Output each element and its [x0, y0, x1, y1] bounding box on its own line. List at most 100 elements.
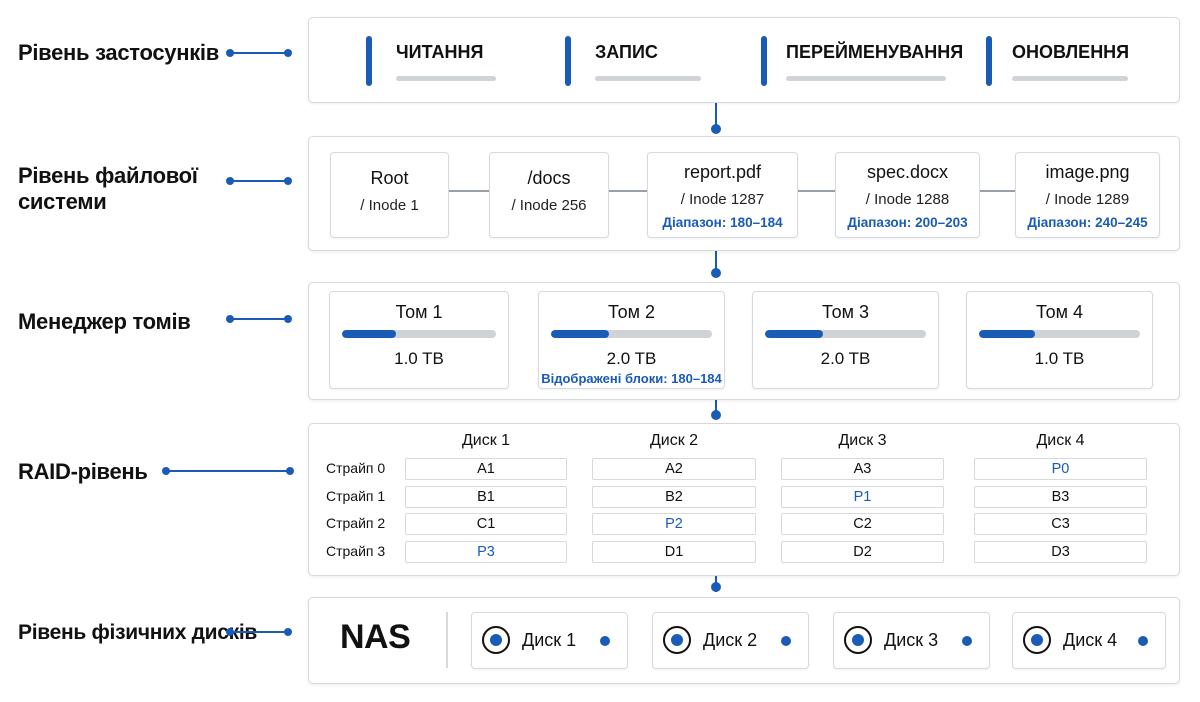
volume-usage-fill	[342, 330, 396, 338]
physical-disk-name: Диск 2	[703, 630, 758, 650]
app-placeholder-line	[396, 76, 496, 81]
fs-node-name: Root	[370, 168, 409, 188]
app-label: ОНОВЛЕННЯ	[1012, 42, 1130, 62]
raid-data-block: B2	[592, 486, 756, 508]
status-led-icon	[962, 636, 972, 646]
volume-size: 1.0 TB	[1034, 349, 1085, 368]
volume-name: Том 3	[822, 302, 869, 322]
app-accent-bar	[366, 36, 372, 86]
app-accent-bar	[986, 36, 992, 86]
raid-stripe-label: Страйп 1	[326, 488, 386, 504]
disk-icon	[663, 626, 691, 654]
fs-node-docs: /docs / Inode 256	[489, 152, 609, 238]
volume-name: Том 1	[395, 302, 443, 322]
layer-connector-dot	[711, 268, 721, 278]
app-update: ОНОВЛЕННЯ	[986, 36, 1146, 86]
fs-node-range: Діапазон: 180–184	[662, 215, 783, 230]
raid-disk-header: Диск 3	[838, 432, 887, 449]
raid-disk-header: Диск 1	[461, 432, 511, 449]
layer-connector	[715, 103, 717, 129]
app-accent-bar	[761, 36, 767, 86]
nas-divider	[446, 612, 448, 668]
app-placeholder-line	[595, 76, 701, 81]
fs-node-root: Root / Inode 1	[330, 152, 449, 238]
fs-node-inode: / Inode 1	[360, 197, 419, 214]
volume-2: Том 2 2.0 TB Відображені блоки: 180–184	[538, 291, 725, 389]
fs-node-inode: / Inode 1288	[865, 191, 950, 208]
connector-line	[230, 180, 288, 182]
volume-usage-bar	[342, 330, 496, 338]
fs-node-name: /docs	[527, 168, 571, 188]
layer-label-fs: Рівень файлової системи	[18, 163, 198, 214]
apps-panel	[308, 17, 1180, 103]
raid-parity-block: P0	[974, 458, 1147, 480]
raid-data-block: C1	[405, 513, 567, 535]
status-led-icon	[600, 636, 610, 646]
fs-node-image: image.png / Inode 1289 Діапазон: 240–245	[1015, 152, 1160, 238]
app-accent-bar	[565, 36, 571, 86]
volume-1: Том 1 1.0 TB	[329, 291, 509, 389]
volume-name: Том 2	[608, 302, 655, 322]
connector-end-dot	[284, 177, 292, 185]
raid-data-block: C2	[781, 513, 944, 535]
fs-node-report: report.pdf / Inode 1287 Діапазон: 180–18…	[647, 152, 798, 238]
connector-line	[230, 52, 288, 54]
raid-stripe-label: Страйп 0	[326, 460, 386, 476]
layer-connector-dot	[711, 410, 721, 420]
volume-usage-bar	[551, 330, 712, 338]
physical-disk-2: Диск 2	[652, 612, 809, 669]
layer-label-apps: Рівень застосунків	[18, 40, 219, 65]
app-rename: ПЕРЕЙМЕНУВАННЯ	[761, 36, 963, 86]
app-label: ЧИТАННЯ	[396, 42, 484, 62]
app-write: ЗАПИС	[565, 36, 715, 86]
disk-icon	[844, 626, 872, 654]
app-read: ЧИТАННЯ	[366, 36, 506, 86]
fs-link	[798, 190, 835, 192]
volume-usage-fill	[979, 330, 1036, 338]
connector-line	[166, 470, 290, 472]
physical-disk-3: Диск 3	[833, 612, 990, 669]
disk-icon	[1023, 626, 1051, 654]
raid-data-block: C3	[974, 513, 1147, 535]
raid-stripe-label: Страйп 2	[326, 515, 386, 531]
connector-line	[230, 631, 288, 633]
layer-connector-dot	[711, 124, 721, 134]
volume-size: 1.0 TB	[394, 349, 444, 368]
layer-connector	[715, 251, 717, 273]
volume-size: 2.0 TB	[606, 349, 657, 368]
connector-end-dot	[284, 49, 292, 57]
raid-data-block: A1	[405, 458, 567, 480]
status-led-icon	[781, 636, 791, 646]
raid-disk-header: Диск 2	[649, 432, 699, 449]
raid-data-block: A2	[592, 458, 756, 480]
physical-disk-name: Диск 4	[1063, 630, 1118, 650]
raid-parity-block: P3	[405, 541, 567, 563]
volume-size: 2.0 TB	[820, 349, 871, 368]
fs-link	[980, 190, 1015, 192]
volume-name: Том 4	[1036, 302, 1083, 322]
layer-label-volumes: Менеджер томів	[18, 309, 191, 334]
physical-disk-name: Диск 3	[884, 630, 939, 650]
raid-data-block: B3	[974, 486, 1147, 508]
nas-label: NAS	[340, 618, 411, 656]
raid-parity-block: P2	[592, 513, 756, 535]
fs-node-spec: spec.docx / Inode 1288 Діапазон: 200–203	[835, 152, 980, 238]
fs-node-inode: / Inode 256	[511, 197, 587, 214]
volume-usage-fill	[551, 330, 609, 338]
raid-stripe-label: Страйп 3	[326, 543, 386, 559]
fs-node-inode: / Inode 1289	[1045, 191, 1130, 208]
connector-end-dot	[286, 467, 294, 475]
fs-node-range: Діапазон: 200–203	[847, 215, 968, 230]
raid-data-block: D2	[781, 541, 944, 563]
raid-data-block: D3	[974, 541, 1147, 563]
fs-node-name: image.png	[1045, 162, 1130, 182]
fs-link	[609, 190, 647, 192]
app-label: ЗАПИС	[595, 42, 658, 62]
app-placeholder-line	[1012, 76, 1128, 81]
raid-data-block: B1	[405, 486, 567, 508]
volume-usage-bar	[765, 330, 926, 338]
connector-line	[230, 318, 288, 320]
app-placeholder-line	[786, 76, 946, 81]
volume-usage-bar	[979, 330, 1140, 338]
physical-disk-1: Диск 1	[471, 612, 628, 669]
